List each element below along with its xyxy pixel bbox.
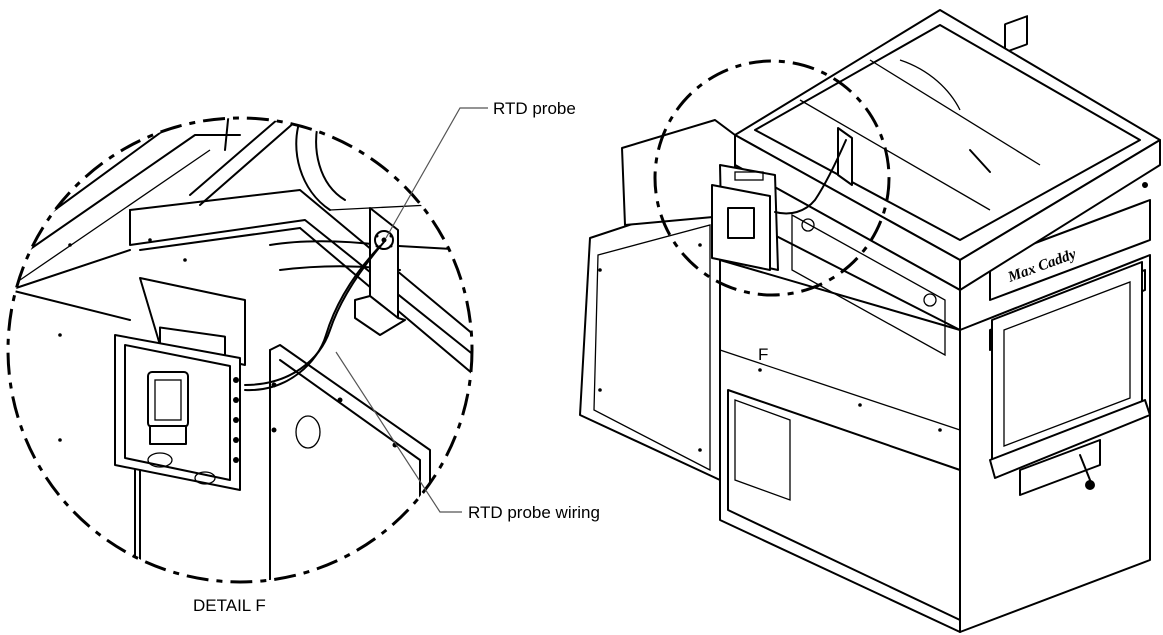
probe-wire xyxy=(244,241,385,386)
rtd-probe-leader xyxy=(385,107,488,239)
detail-f-view xyxy=(6,116,474,584)
controller-box xyxy=(114,277,246,491)
callout-f-contents xyxy=(711,127,853,271)
rtd-probe-wiring-leader xyxy=(335,351,462,513)
rtd-probe-wiring-label: RTD probe wiring xyxy=(468,503,600,522)
detail-f-title: DETAIL F xyxy=(193,596,266,615)
rtd-probe-label: RTD probe xyxy=(493,99,576,118)
boiler-unit: Max Caddy xyxy=(579,9,1161,633)
probe-bracket xyxy=(354,207,406,336)
callout-f-letter: F xyxy=(758,345,768,364)
detail-f-boundary xyxy=(6,116,474,584)
callout-f-boundary xyxy=(653,59,891,297)
detail-f-drawing xyxy=(8,118,472,581)
